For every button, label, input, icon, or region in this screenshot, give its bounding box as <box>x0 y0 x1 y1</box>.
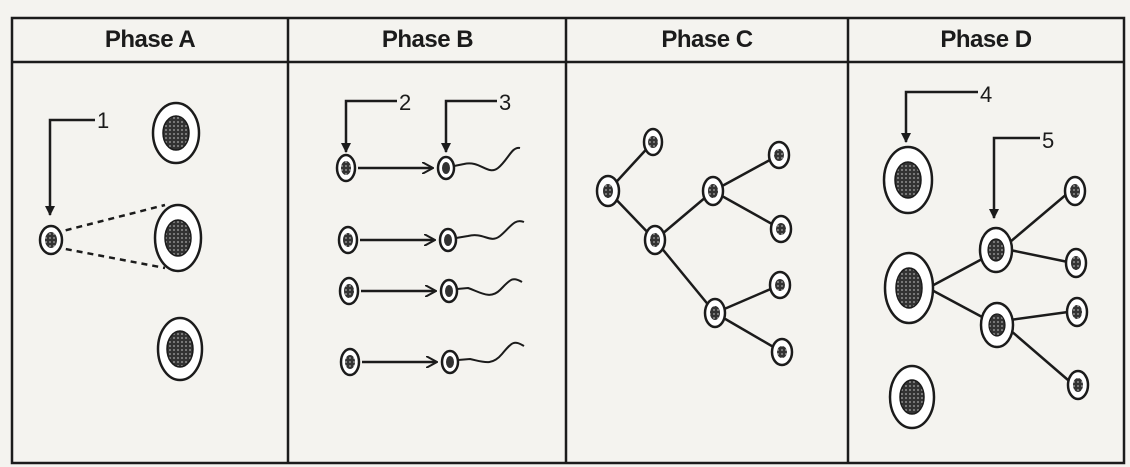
cell-node <box>642 127 664 157</box>
spermatid-to-sperm-row <box>335 146 521 183</box>
phase-d-content: 4 5 <box>882 82 1090 430</box>
large-cell <box>156 316 204 382</box>
label-2: 2 <box>399 90 411 115</box>
division-lines <box>927 192 1069 381</box>
phase-a-content: 1 <box>38 101 204 382</box>
label-4: 4 <box>980 82 992 107</box>
cell-node <box>703 297 727 329</box>
small-cell <box>1066 369 1090 401</box>
spermatid-to-sperm-row <box>337 220 525 255</box>
spermatid-to-sperm-row <box>338 276 523 306</box>
large-cell <box>883 251 935 325</box>
division-lines <box>607 141 783 354</box>
label-5: 5 <box>1042 128 1054 153</box>
cell-node <box>769 214 793 244</box>
small-cell <box>38 224 64 256</box>
phase-c-title: Phase C <box>661 26 753 53</box>
cell-node <box>768 270 792 300</box>
large-cell <box>153 203 203 273</box>
large-cell <box>888 364 936 430</box>
phase-d-title: Phase D <box>940 26 1032 53</box>
small-cell <box>1065 296 1089 328</box>
spermatid-to-sperm-row <box>339 341 525 377</box>
table-frame <box>10 16 1126 465</box>
label-1: 1 <box>97 108 109 133</box>
cell-node <box>643 224 667 256</box>
medium-cell <box>979 301 1015 349</box>
medium-cell <box>978 226 1014 274</box>
cell-node <box>595 174 621 208</box>
label-3: 3 <box>499 90 511 115</box>
small-cell <box>1064 247 1088 279</box>
phase-a-title: Phase A <box>104 26 196 53</box>
cell-node <box>701 175 725 207</box>
cell-node <box>770 337 794 367</box>
phase-c-content <box>595 127 794 367</box>
large-cell <box>882 145 934 215</box>
phase-b-title: Phase B <box>381 26 474 53</box>
phase-b-content: 2 3 <box>335 90 525 377</box>
small-cell <box>1063 175 1087 207</box>
cell-node <box>767 140 791 170</box>
large-cell <box>151 101 201 165</box>
